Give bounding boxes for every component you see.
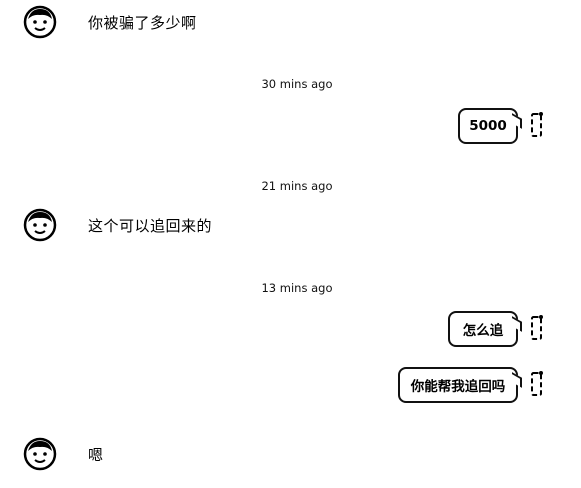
- message-timestamp: 30 mins ago: [261, 77, 333, 91]
- bubble-tail: [512, 113, 522, 129]
- message-timestamp: 13 mins ago: [261, 281, 333, 295]
- outgoing-message-text: 你能帮我追回吗: [410, 379, 506, 395]
- outgoing-message-bubble[interactable]: 怎么追: [448, 311, 522, 347]
- incoming-message-text: 嗯: [88, 446, 104, 464]
- message-timestamp: 21 mins ago: [261, 179, 333, 193]
- incoming-message-text: 这个可以追回来的: [88, 217, 213, 235]
- contact-avatar-icon[interactable]: [23, 208, 57, 242]
- contact-avatar-icon[interactable]: [23, 437, 57, 471]
- phone-status-icon: [530, 111, 544, 139]
- outgoing-message-text: 5000: [469, 118, 507, 134]
- bubble-tail: [512, 316, 522, 332]
- outgoing-message-text: 怎么追: [462, 323, 504, 339]
- contact-avatar-icon[interactable]: [23, 5, 57, 39]
- phone-status-icon: [530, 370, 544, 398]
- bubble-tail: [512, 372, 522, 388]
- outgoing-message-bubble[interactable]: 5000: [458, 108, 522, 144]
- phone-status-icon: [530, 314, 544, 342]
- incoming-message-text: 你被骗了多少啊: [88, 14, 197, 32]
- outgoing-message-bubble[interactable]: 你能帮我追回吗: [398, 367, 522, 403]
